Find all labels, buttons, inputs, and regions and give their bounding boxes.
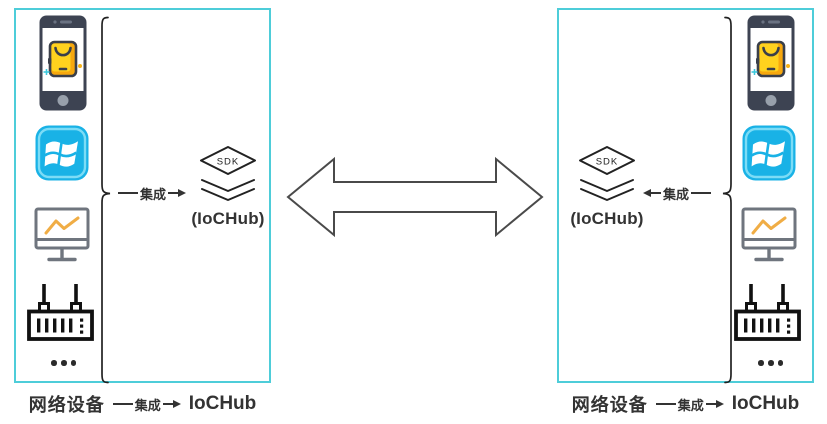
smartphone-icon [39, 15, 87, 111]
arrow-line [168, 192, 179, 194]
integrate-arrow-label: 集成 [118, 185, 187, 202]
more-devices-ellipsis-icon [756, 360, 786, 366]
iochub-label: IoCHub [188, 393, 257, 414]
integrate-arrow-label: 集成 [112, 395, 181, 414]
grouping-brace-icon [722, 16, 732, 384]
router-icon [27, 284, 94, 341]
right-device-panel: SDK (IoCHub) 集成 [557, 8, 814, 384]
integrate-arrow-label: 集成 [643, 185, 712, 202]
windows-icon [35, 125, 89, 181]
grouping-brace-icon [101, 16, 111, 384]
arrow-head-left-icon [643, 189, 651, 197]
arrow-head-right-icon [715, 400, 724, 408]
monitor-icon [741, 207, 797, 262]
left-device-panel: 集成 SDK (IoCHub) [14, 8, 271, 384]
integrate-text: 集成 [663, 186, 690, 202]
iochub-label: (IoCHub) [191, 209, 265, 228]
windows-icon [742, 125, 796, 181]
sdk-stack-icon: SDK [579, 146, 635, 201]
integrate-text: 集成 [140, 186, 167, 202]
sdk-label: SDK [217, 157, 240, 168]
network-devices-label: 网络设备 [571, 395, 648, 415]
arrow-line [655, 403, 676, 405]
iochub-label: (IoCHub) [570, 209, 644, 228]
network-devices-label: 网络设备 [28, 395, 105, 415]
arrow-line [118, 192, 138, 194]
sdk-label: SDK [596, 157, 619, 168]
arrow-line [162, 403, 173, 405]
sdk-iochub-group: SDK (IoCHub) [559, 145, 655, 229]
integrate-text: 集成 [677, 397, 704, 413]
arrow-head-right-icon [172, 400, 181, 408]
monitor-icon [34, 207, 90, 262]
integrate-text: 集成 [134, 397, 161, 413]
arrow-line [705, 403, 716, 405]
arrow-line [651, 192, 661, 194]
smartphone-icon [747, 15, 795, 111]
arrow-line [691, 192, 712, 194]
arrow-head-right-icon [178, 189, 187, 197]
left-caption: 网络设备 集成 IoCHub [14, 391, 271, 417]
integrate-arrow-label: 集成 [655, 395, 724, 414]
more-devices-ellipsis-icon [49, 360, 79, 366]
iochub-label: IoCHub [731, 393, 800, 414]
right-caption: 网络设备 集成 IoCHub [557, 391, 814, 417]
router-icon [734, 284, 801, 341]
bidirectional-arrow-icon [286, 156, 544, 238]
sdk-stack-icon: SDK [200, 146, 256, 201]
sdk-iochub-group: SDK (IoCHub) [180, 145, 276, 229]
arrow-line [112, 403, 133, 405]
